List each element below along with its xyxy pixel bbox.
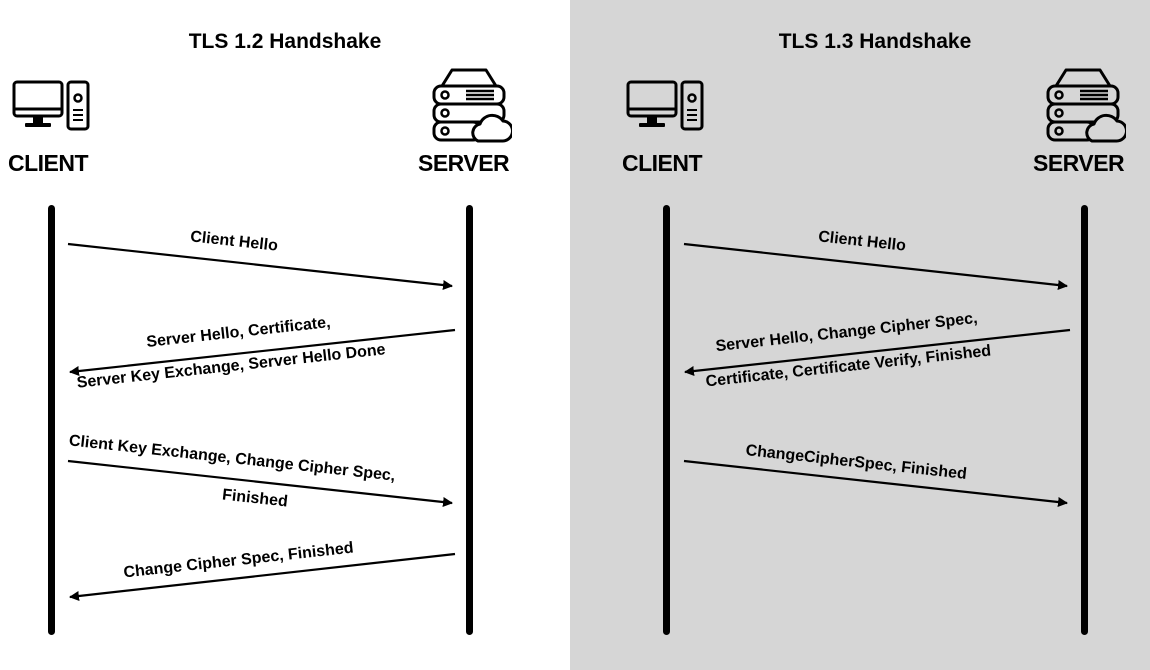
tls13-panel: TLS 1.3 Handshake CLIENT SERVER [570, 0, 1150, 670]
tls12-client-lifeline [48, 205, 55, 635]
tls12-client-label: CLIENT [8, 150, 89, 176]
desktop-computer-icon [12, 80, 90, 131]
tls13-message-3-arrow [683, 459, 1068, 507]
tls12-message-3-arrow [67, 459, 453, 507]
tls13-client-label: CLIENT [622, 150, 703, 176]
tls12-arrows [67, 242, 456, 601]
desktop-computer-icon [626, 80, 704, 131]
tls12-message-4-arrow [69, 552, 456, 601]
tls13-client-lifeline [663, 205, 670, 635]
cloud-server-icon [432, 68, 512, 143]
tls13-server-lifeline [1081, 205, 1088, 635]
cloud-server-icon [1046, 68, 1126, 143]
tls13-message-2-arrow [684, 328, 1071, 376]
tls13-arrows [683, 242, 1071, 507]
tls13-server-label: SERVER [1033, 150, 1125, 176]
tls12-title: TLS 1.2 Handshake [188, 30, 382, 53]
tls12-message-1-arrow [67, 242, 453, 290]
tls12-server-lifeline [466, 205, 473, 635]
tls12-panel: TLS 1.2 Handshake CLIENT SERVER [0, 0, 570, 670]
tls13-title: TLS 1.3 Handshake [778, 30, 972, 53]
tls12-server-label: SERVER [418, 150, 510, 176]
tls12-message-2-arrow [69, 328, 456, 376]
tls13-message-1-arrow [683, 242, 1068, 290]
